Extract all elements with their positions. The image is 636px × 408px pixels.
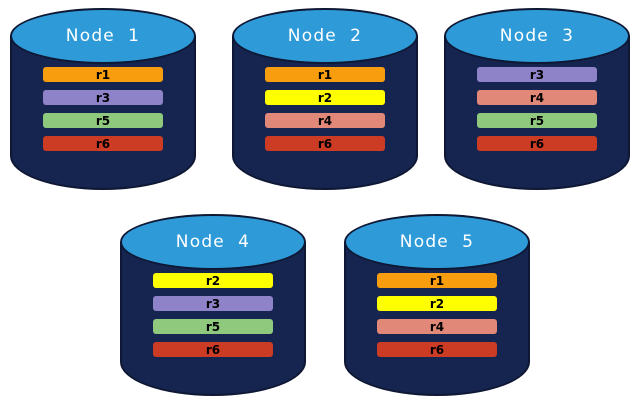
cylinder-top-ellipse	[444, 8, 630, 64]
replica-stack: r1 r2 r4 r6	[377, 273, 497, 357]
replica-bar-r2[interactable]: r2	[265, 90, 385, 105]
replica-bar-r3[interactable]: r3	[43, 90, 163, 105]
replica-stack: r2 r3 r5 r6	[153, 273, 273, 357]
cylinder-top-ellipse	[10, 8, 196, 64]
replica-stack: r3 r4 r5 r6	[477, 67, 597, 151]
replica-bar-r3[interactable]: r3	[477, 67, 597, 82]
cylinder-top-ellipse	[344, 214, 530, 270]
cylinder-top-ellipse	[232, 8, 418, 64]
replica-stack: r1 r3 r5 r6	[43, 67, 163, 151]
replica-bar-r6[interactable]: r6	[265, 136, 385, 151]
replica-bar-r4[interactable]: r4	[477, 90, 597, 105]
replica-bar-r1[interactable]: r1	[43, 67, 163, 82]
replica-bar-r6[interactable]: r6	[153, 342, 273, 357]
replica-bar-r4[interactable]: r4	[265, 113, 385, 128]
replica-bar-r2[interactable]: r2	[377, 296, 497, 311]
replica-bar-r5[interactable]: r5	[43, 113, 163, 128]
replica-bar-r6[interactable]: r6	[377, 342, 497, 357]
replica-bar-r1[interactable]: r1	[265, 67, 385, 82]
replica-bar-r5[interactable]: r5	[153, 319, 273, 334]
cylinder-top-ellipse	[120, 214, 306, 270]
replica-bar-r3[interactable]: r3	[153, 296, 273, 311]
replica-bar-r4[interactable]: r4	[377, 319, 497, 334]
replica-bar-r6[interactable]: r6	[477, 136, 597, 151]
replica-bar-r1[interactable]: r1	[377, 273, 497, 288]
replica-stack: r1 r2 r4 r6	[265, 67, 385, 151]
replica-bar-r2[interactable]: r2	[153, 273, 273, 288]
replica-bar-r5[interactable]: r5	[477, 113, 597, 128]
replica-bar-r6[interactable]: r6	[43, 136, 163, 151]
